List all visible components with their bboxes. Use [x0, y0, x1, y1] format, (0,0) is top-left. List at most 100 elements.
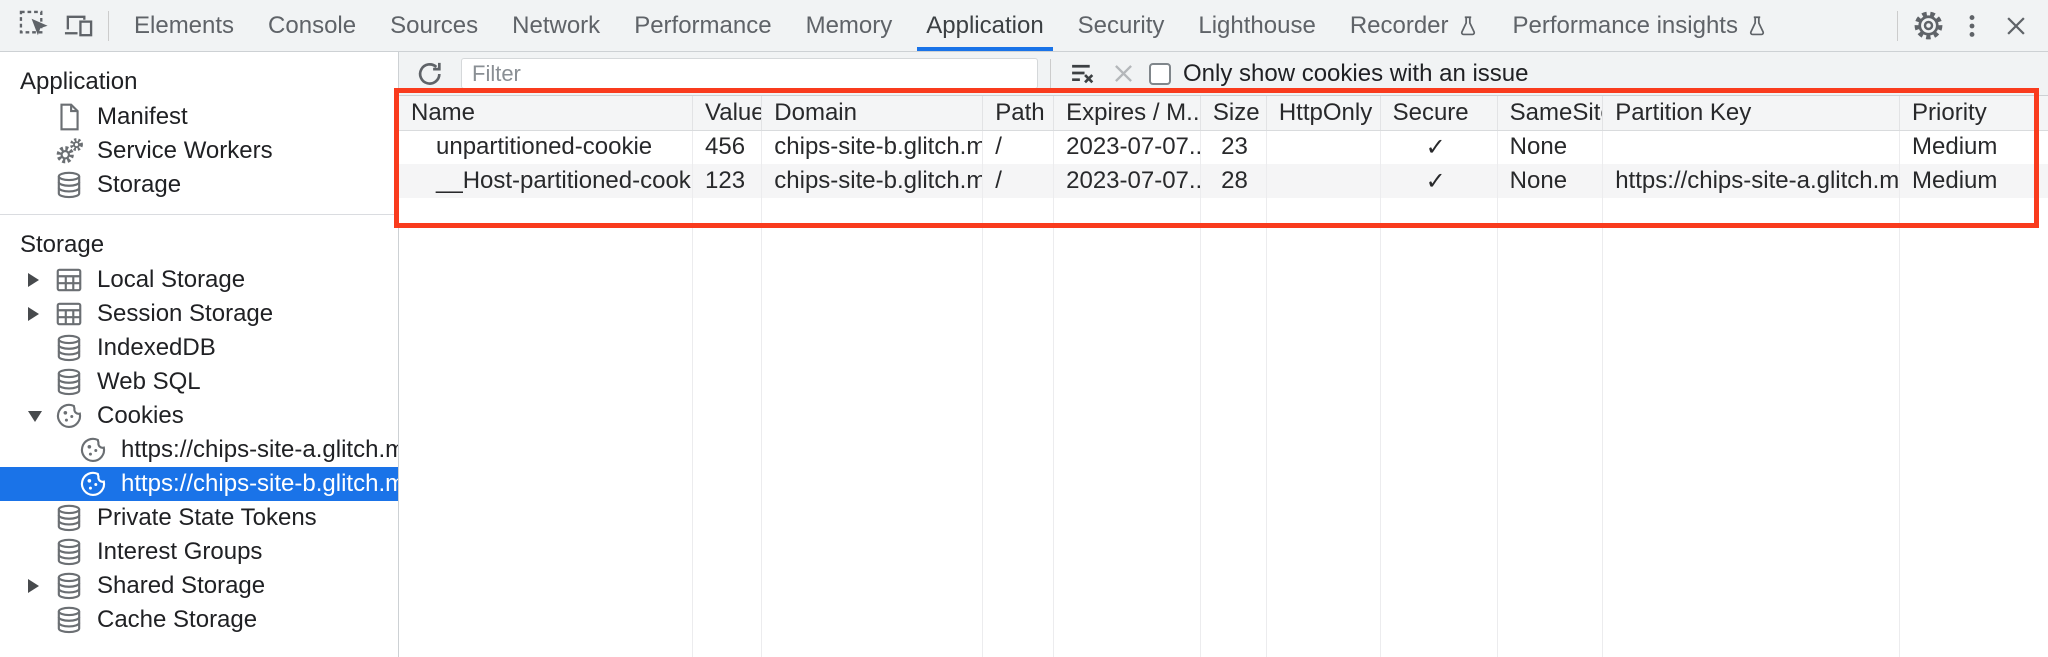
cell-value[interactable]: 456 [692, 130, 763, 164]
sidebar-item-storage[interactable]: Storage [0, 168, 398, 202]
tab-memory[interactable]: Memory [789, 0, 910, 51]
tab-performance[interactable]: Performance [617, 0, 788, 51]
database-icon [54, 571, 84, 601]
clear-filter-icon[interactable] [1063, 54, 1103, 94]
column-header-name[interactable]: Name [399, 96, 694, 131]
sidebar-item-local-storage[interactable]: Local Storage [0, 263, 398, 297]
expand-arrow-icon[interactable] [28, 307, 54, 321]
column-header-samesite[interactable]: SameSite [1497, 96, 1604, 131]
tab-lighthouse[interactable]: Lighthouse [1181, 0, 1332, 51]
device-toolbar-icon[interactable] [56, 4, 100, 48]
column-header-size[interactable]: Size [1200, 96, 1267, 131]
toolbar-separator [1897, 10, 1898, 41]
tab-console[interactable]: Console [251, 0, 373, 51]
gear-icon[interactable] [1906, 4, 1950, 48]
tab-application[interactable]: Application [909, 0, 1060, 51]
devtools-toolbar: Elements Console Sources Network Perform… [0, 0, 2048, 52]
cell-path[interactable]: / [982, 130, 1055, 164]
column-header-secure[interactable]: Secure [1380, 96, 1498, 131]
cell-secure[interactable]: ✓ [1380, 130, 1498, 164]
table-row[interactable]: __Host-partitioned-cookie 123 chips-site… [399, 164, 2048, 198]
cookies-table: Name Value Domain Path Expires / M... Si… [399, 96, 2048, 657]
close-icon[interactable] [1994, 4, 2038, 48]
tab-label: Performance [634, 11, 772, 39]
section-title: Storage [20, 231, 105, 258]
sidebar-item-private-state-tokens[interactable]: Private State Tokens [0, 501, 398, 535]
cell-httponly[interactable] [1266, 130, 1381, 164]
cell-name[interactable]: unpartitioned-cookie [399, 130, 694, 164]
sidebar-item-label: Shared Storage [97, 572, 266, 599]
database-icon [54, 333, 84, 363]
sidebar-item-label: Cache Storage [97, 606, 258, 633]
sidebar-item-label: Web SQL [97, 368, 201, 395]
sidebar-item-label: Storage [97, 171, 182, 198]
sidebar-item-interest-groups[interactable]: Interest Groups [0, 535, 398, 569]
cell-samesite[interactable]: None [1497, 130, 1604, 164]
inspect-cursor-icon[interactable] [12, 4, 56, 48]
cell-priority[interactable]: Medium [1899, 164, 2048, 198]
column-header-domain[interactable]: Domain [761, 96, 984, 131]
cell-expires[interactable]: 2023-07-07... [1053, 164, 1201, 198]
sidebar-item-service-workers[interactable]: Service Workers [0, 134, 398, 168]
refresh-icon[interactable] [411, 55, 449, 93]
cookie-icon [78, 435, 108, 465]
sidebar-item-cookie-chips-site-b[interactable]: https://chips-site-b.glitch.me [0, 467, 398, 501]
expand-arrow-icon[interactable] [28, 273, 54, 287]
sidebar-item-web-sql[interactable]: Web SQL [0, 365, 398, 399]
cell-httponly[interactable] [1266, 164, 1381, 198]
sidebar-item-label: https://chips-site-b.glitch.me [121, 470, 399, 497]
clear-x-icon[interactable] [1103, 54, 1143, 94]
cell-partition-key[interactable] [1602, 130, 1901, 164]
cell-path[interactable]: / [982, 164, 1055, 198]
column-header-value[interactable]: Value [692, 96, 763, 131]
table-row[interactable]: unpartitioned-cookie 456 chips-site-b.gl… [399, 130, 2048, 164]
cookies-data-grid: Name Value Domain Path Expires / M... Si… [394, 88, 2048, 657]
gears-icon [54, 136, 84, 166]
section-title: Application [20, 68, 138, 95]
column-header-partition-key[interactable]: Partition Key [1602, 96, 1901, 131]
cell-domain[interactable]: chips-site-b.glitch.me [761, 130, 984, 164]
tab-security[interactable]: Security [1061, 0, 1182, 51]
column-header-priority[interactable]: Priority [1899, 96, 2048, 131]
sidebar-item-shared-storage[interactable]: Shared Storage [0, 569, 398, 603]
cell-priority[interactable]: Medium [1912, 133, 1998, 161]
cell-expires[interactable]: 2023-07-07... [1053, 130, 1201, 164]
cookie-icon [78, 469, 108, 499]
cell-name[interactable]: __Host-partitioned-cookie [399, 164, 694, 198]
sidebar-item-label: Interest Groups [97, 538, 263, 565]
sidebar-section-storage: Storage Local Storage Session Storage [0, 214, 398, 637]
sidebar-item-cookies[interactable]: Cookies [0, 399, 398, 433]
column-header-httponly[interactable]: HttpOnly [1266, 96, 1381, 131]
table-icon [54, 265, 84, 295]
sidebar-item-label: Local Storage [97, 266, 246, 293]
cell-size[interactable]: 23 [1200, 130, 1267, 164]
cookies-panel: Only show cookies with an issue Name Val… [394, 52, 2048, 657]
tab-elements[interactable]: Elements [117, 0, 251, 51]
tab-network[interactable]: Network [495, 0, 617, 51]
column-header-expires[interactable]: Expires / M... [1053, 96, 1201, 131]
kebab-menu-icon[interactable] [1950, 4, 1994, 48]
cell-value[interactable]: 123 [692, 164, 763, 198]
toolbar-right-icons [1889, 0, 2048, 51]
cell-secure[interactable]: ✓ [1380, 164, 1498, 198]
tab-label: Memory [805, 11, 893, 39]
cell-size[interactable]: 28 [1200, 164, 1267, 198]
tab-performance-insights[interactable]: Performance insights [1496, 0, 1785, 51]
cell-partition-key[interactable]: https://chips-site-a.glitch.me [1602, 164, 1901, 198]
flask-icon [1746, 15, 1768, 37]
issue-filter-checkbox[interactable] [1149, 62, 1171, 85]
collapse-arrow-icon[interactable] [28, 410, 54, 422]
cell-domain[interactable]: chips-site-b.glitch.me [761, 164, 984, 198]
filter-input[interactable] [461, 58, 1038, 89]
column-header-path[interactable]: Path [982, 96, 1055, 131]
expand-arrow-icon[interactable] [28, 579, 54, 593]
sidebar-item-cache-storage[interactable]: Cache Storage [0, 603, 398, 637]
cell-samesite[interactable]: None [1497, 164, 1604, 198]
sidebar-item-indexeddb[interactable]: IndexedDB [0, 331, 398, 365]
tab-sources[interactable]: Sources [373, 0, 495, 51]
sidebar-item-session-storage[interactable]: Session Storage [0, 297, 398, 331]
tab-recorder[interactable]: Recorder [1333, 0, 1496, 51]
sidebar-item-manifest[interactable]: Manifest [0, 100, 398, 134]
tab-label: Recorder [1349, 11, 1449, 39]
sidebar-item-cookie-chips-site-a[interactable]: https://chips-site-a.glitch.me [0, 433, 398, 467]
